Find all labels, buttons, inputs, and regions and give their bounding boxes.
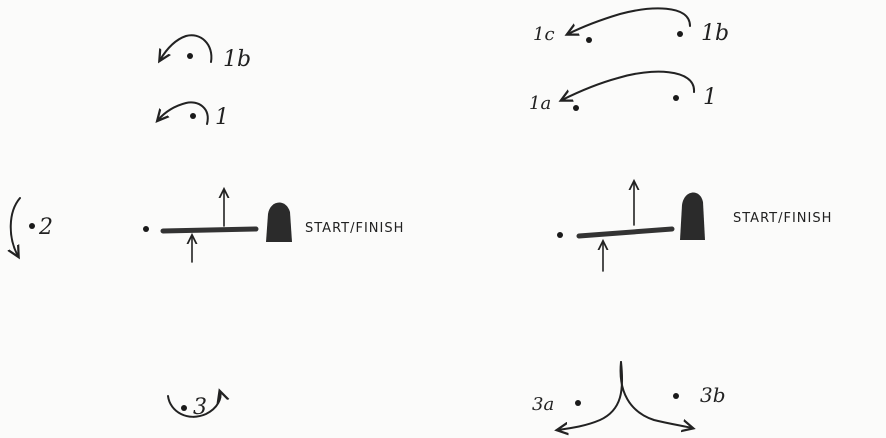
turn-arrow — [11, 197, 21, 256]
label-3: 3 — [193, 395, 207, 420]
cone-1b-marker — [677, 31, 683, 37]
label-1b: 1b — [223, 47, 251, 72]
left-cone-1: 1 — [158, 101, 229, 130]
label-1: 1 — [215, 105, 229, 130]
left-cone-3: 3 — [167, 392, 220, 420]
cone-marker — [187, 53, 193, 59]
start-finish-label: START/FINISH — [305, 221, 404, 236]
cone-3b-marker — [673, 393, 679, 399]
left-cone-2: 2 — [11, 197, 53, 256]
cone-marker — [181, 405, 187, 411]
timer-marker — [680, 192, 705, 240]
cone-3a-marker — [575, 400, 581, 406]
turn-arrow — [160, 34, 213, 62]
cone-1a-marker — [573, 105, 579, 111]
cone-1-marker — [673, 95, 679, 101]
label-3a: 3a — [532, 394, 554, 415]
left-diagram: 1b 1 2 START/FINISH — [11, 34, 404, 420]
label-3b: 3b — [700, 383, 726, 407]
gate-cone-marker — [557, 232, 563, 238]
label-2: 2 — [38, 215, 53, 240]
crossover-arrow — [562, 70, 696, 100]
cone-1c-marker — [586, 37, 592, 43]
left-cone-1b: 1b — [160, 34, 251, 72]
right-cones-3a-3b: 3a 3b — [532, 361, 726, 430]
right-cones-1a-1: 1a 1 — [529, 70, 717, 114]
start-line — [576, 226, 675, 239]
label-1a: 1a — [529, 93, 551, 114]
label-1b: 1b — [701, 21, 729, 46]
cone-marker — [190, 113, 196, 119]
right-start-finish-gate: START/FINISH — [557, 182, 832, 272]
right-cones-1c-1b: 1c 1b — [533, 7, 729, 46]
right-diagram: 1c 1b 1a 1 START/FINISH — [529, 7, 832, 430]
label-1c: 1c — [533, 24, 555, 45]
split-arrow-right — [619, 361, 692, 428]
turn-arrow — [158, 101, 209, 125]
gate-cone-marker — [143, 226, 149, 232]
crossover-arrow — [568, 7, 691, 34]
start-line — [160, 226, 259, 234]
split-arrow-left — [558, 361, 624, 430]
start-finish-label: START/FINISH — [733, 211, 832, 226]
turn-arrow — [167, 392, 220, 418]
timer-marker — [266, 202, 292, 242]
label-1: 1 — [703, 85, 717, 110]
left-start-finish-gate: START/FINISH — [143, 190, 404, 263]
cone-marker — [29, 223, 35, 229]
